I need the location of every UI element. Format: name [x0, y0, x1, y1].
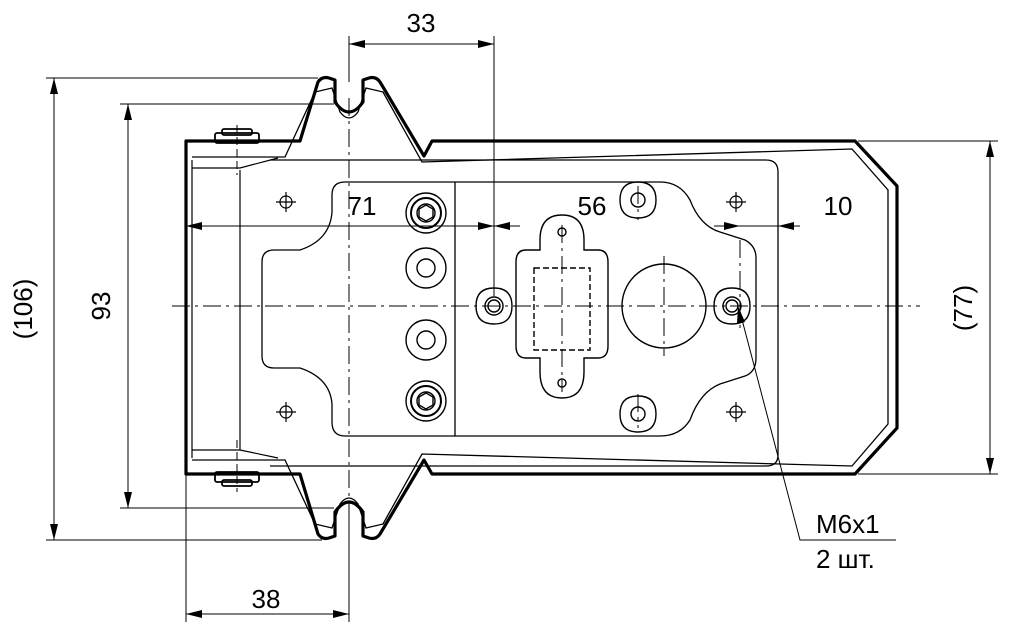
- dim-10: 10: [824, 191, 853, 221]
- side-bolt-top: [214, 125, 260, 175]
- arrowheads: [50, 40, 994, 618]
- dim-56: 56: [578, 191, 607, 221]
- bolt-1: [405, 192, 447, 234]
- callout-thread: M6x1: [816, 509, 880, 539]
- plate-outline: [184, 75, 899, 541]
- side-bolt-bottom: [214, 440, 260, 492]
- dim-77: (77): [948, 285, 978, 331]
- dim-33: 33: [407, 8, 436, 38]
- bolt-column: [405, 192, 447, 422]
- bolt-4: [405, 380, 447, 422]
- bolt-2: [405, 247, 447, 289]
- dim-93: 93: [86, 292, 116, 321]
- bolt-3: [405, 319, 447, 361]
- left-edge-detail: [191, 157, 279, 459]
- inner-housing: [261, 159, 779, 467]
- dim-71: 71: [348, 191, 377, 221]
- plate-inner-outline: [192, 87, 889, 529]
- mounting-holes: [276, 192, 746, 422]
- dim-38: 38: [252, 584, 281, 614]
- center-lines: [172, 98, 920, 518]
- dim-106: (106): [8, 279, 38, 340]
- callout-quantity: 2 шт.: [816, 544, 875, 574]
- dimension-lines: [46, 36, 998, 622]
